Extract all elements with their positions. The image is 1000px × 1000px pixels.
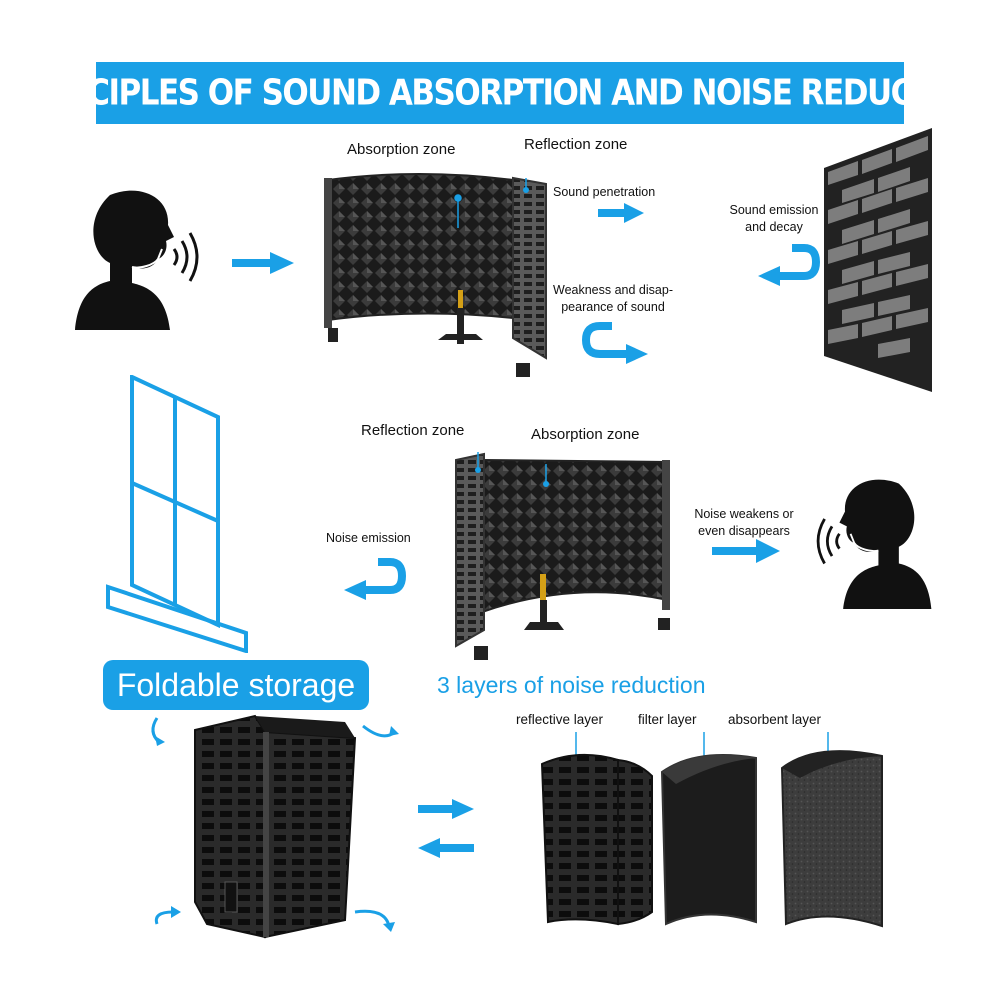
u-turn-arrow-icon xyxy=(582,322,648,364)
reflection-zone-label: Reflection zone xyxy=(524,136,628,153)
noise-emission-label: Noise emission xyxy=(326,531,411,545)
listener-person-icon xyxy=(816,479,932,609)
noise-weakens-label: Noise weakens or even disappears xyxy=(694,507,794,538)
page-title: PRINCIPLES OF SOUND ABSORPTION AND NOISE… xyxy=(9,72,992,114)
vocal-booth-shield-front xyxy=(455,452,670,660)
speaker-person-icon xyxy=(75,190,199,330)
sound-penetration-label: Sound penetration xyxy=(553,185,656,199)
foldable-storage-badge: Foldable storage xyxy=(103,660,369,710)
return-arrow-icon xyxy=(344,558,407,600)
window-icon xyxy=(106,375,248,653)
absorbent-layer-sample xyxy=(780,732,883,928)
absorbent-layer-label: absorbent layer xyxy=(728,712,822,727)
arrow-right-icon xyxy=(712,539,780,563)
reflective-layer-label: reflective layer xyxy=(516,712,604,727)
reflective-layer-sample xyxy=(540,732,653,926)
absorption-zone-label-2: Absorption zone xyxy=(531,426,640,443)
brick-wall xyxy=(824,128,932,392)
weakness-label: Weakness and disap- pearance of sound xyxy=(553,283,673,314)
reflection-zone-label-2: Reflection zone xyxy=(361,422,465,439)
vocal-booth-shield xyxy=(324,173,547,377)
filter-layer-sample xyxy=(660,732,757,926)
filter-layer-label: filter layer xyxy=(638,712,697,727)
arrow-right-icon xyxy=(598,203,644,223)
folded-booth xyxy=(151,714,399,939)
fold-arrow-icon xyxy=(418,838,474,858)
sound-emission-label: Sound emission and decay xyxy=(729,203,819,234)
arrow-right-icon xyxy=(232,252,294,274)
return-arrow-icon xyxy=(758,244,821,286)
unfold-arrow-icon xyxy=(418,799,474,819)
title-banner: PRINCIPLES OF SOUND ABSORPTION AND NOISE… xyxy=(9,62,992,124)
layers-title: 3 layers of noise reduction xyxy=(437,672,706,698)
absorption-zone-label: Absorption zone xyxy=(347,141,456,158)
